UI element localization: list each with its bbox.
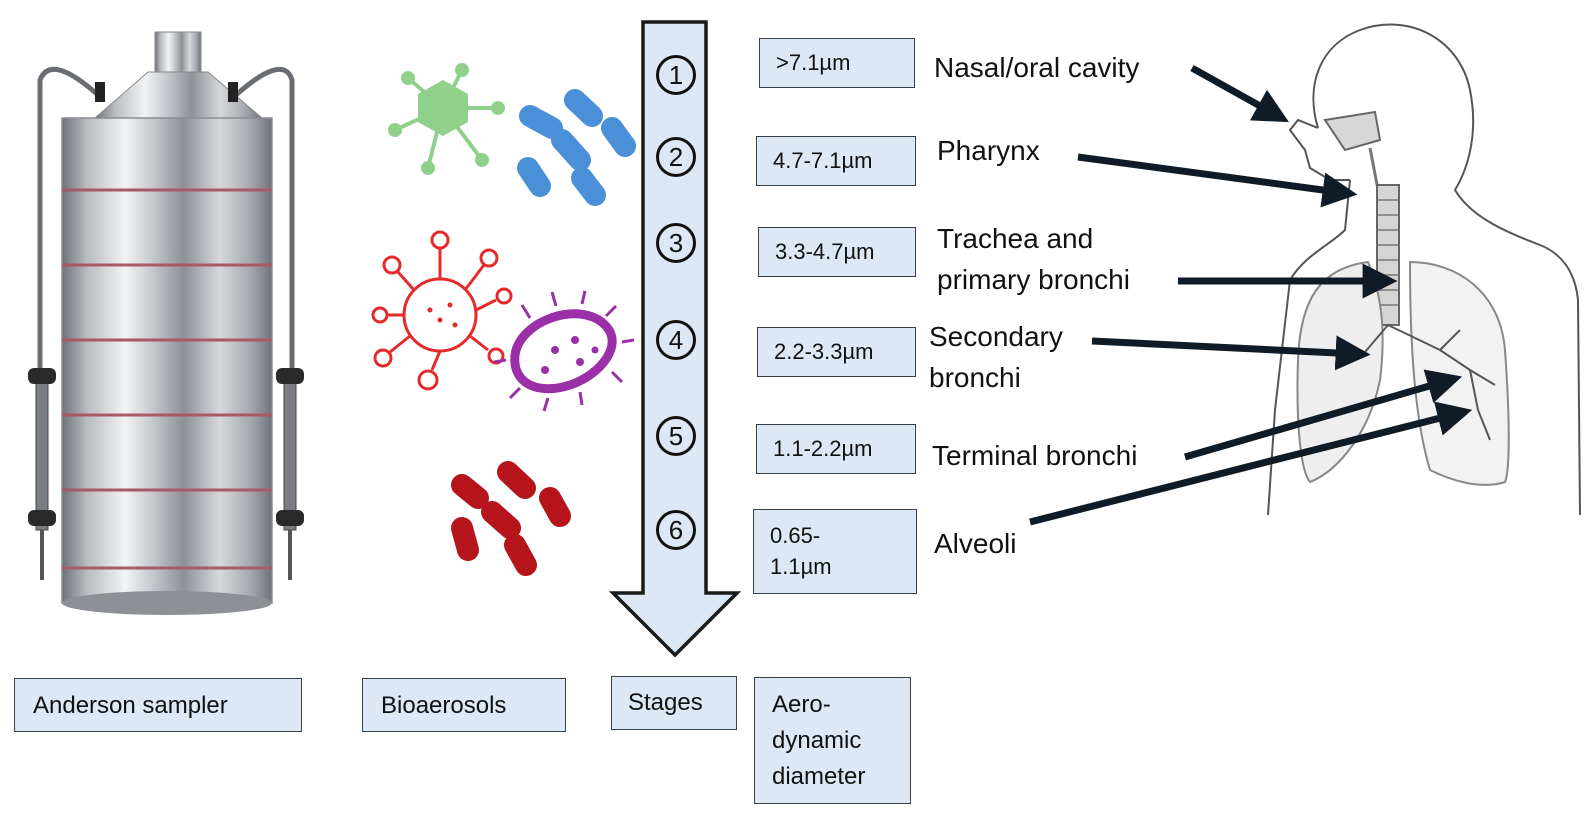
stage-2-marker: 2 (656, 137, 696, 177)
region-label-line2: primary bronchi (937, 264, 1130, 295)
region-label-terminal-bronchi: Terminal bronchi (932, 440, 1138, 471)
green-virus-icon (388, 63, 505, 175)
region-label-nasal-oral-cavity: Nasal/oral cavity (934, 52, 1140, 83)
label-bioaerosols: Bioaerosols (362, 678, 566, 732)
diameter-label: 4.7-7.1µm (773, 148, 873, 173)
diameter-box-stage-5: 1.1-2.2µm (756, 424, 916, 474)
region-label-line1: Trachea and (937, 223, 1094, 254)
label-line1: Aero- (772, 691, 831, 718)
region-label-line2: bronchi (929, 362, 1021, 393)
purple-bacteria-icon (493, 290, 635, 412)
diameter-label: 3.3-4.7µm (775, 239, 875, 264)
diameter-box-stage-3: 3.3-4.7µm (758, 227, 916, 277)
region-label-line1: Secondary (929, 321, 1063, 352)
anderson-sampler-illustration (28, 31, 304, 615)
label-stages: Stages (611, 676, 737, 730)
region-label-trachea: Trachea and primary bronchi (937, 218, 1130, 300)
stage-3-marker: 3 (656, 223, 696, 263)
diameter-label-line1: 0.65- (770, 523, 821, 548)
diameter-label-line2: 1.1µm (770, 554, 832, 579)
red-virus-icon (371, 230, 513, 391)
region-pointer-arrows (1029, 64, 1473, 526)
region-label-alveoli: Alveoli (934, 528, 1017, 559)
bioaerosol-icons (371, 63, 636, 576)
region-label-pharynx: Pharynx (937, 135, 1040, 166)
stage-6-marker: 6 (656, 510, 696, 550)
stage-5-marker: 5 (656, 416, 696, 456)
label-line2: dynamic (772, 727, 862, 754)
diameter-box-stage-6: 0.65- 1.1µm (753, 509, 917, 594)
diameter-box-stage-4: 2.2-3.3µm (757, 327, 916, 377)
arrow-nasal (1190, 64, 1290, 123)
diameter-label: 2.2-3.3µm (774, 339, 874, 364)
diameter-label: 1.1-2.2µm (773, 436, 873, 461)
label-line3: diameter (772, 763, 866, 790)
diameter-label: >7.1µm (776, 50, 851, 75)
arrow-pharynx (1077, 153, 1358, 208)
label-anderson-sampler: Anderson sampler (14, 678, 302, 732)
arrow-secondary (1091, 335, 1371, 371)
arrow-terminal (1184, 369, 1463, 461)
blue-bacteria-icon (517, 89, 636, 206)
arrow-alveoli (1029, 401, 1473, 526)
human-respiratory-illustration (1267, 23, 1581, 516)
stage-1-marker: 1 (656, 55, 696, 95)
stage-4-marker: 4 (656, 320, 696, 360)
label-aerodynamic-diameter: Aero- dynamic diameter (754, 677, 911, 804)
diameter-box-stage-1: >7.1µm (759, 38, 915, 88)
region-label-secondary-bronchi: Secondary bronchi (929, 316, 1063, 398)
diameter-box-stage-2: 4.7-7.1µm (756, 136, 916, 186)
dark-red-bacteria-icon (451, 461, 571, 576)
